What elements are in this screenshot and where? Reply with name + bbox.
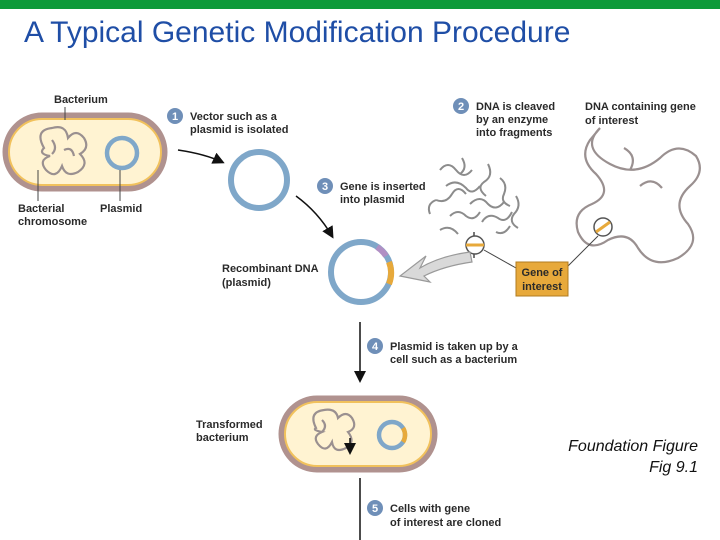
- gene-box-label-1: Gene of: [522, 267, 563, 279]
- step-4-text-line1: Plasmid is taken up by a: [390, 341, 519, 353]
- step-2-text-line2: by an enzyme: [476, 114, 548, 126]
- recombinant-gene-segment: [386, 260, 395, 286]
- bacterial-chromosome-label-1: Bacterial: [18, 203, 64, 215]
- recombinant-label-1: Recombinant DNA: [222, 263, 319, 275]
- transformed-chromosome: [312, 408, 356, 452]
- step-4-badge: [367, 338, 383, 354]
- transformed-label-2: bacterium: [196, 432, 249, 444]
- step-3-text-line2: into plasmid: [340, 194, 405, 206]
- recombinant-label-2: (plasmid): [222, 277, 271, 289]
- gene-of-interest-box: [515, 261, 569, 297]
- transformed-bacterium: [278, 395, 438, 473]
- step-1-badge: [167, 108, 183, 124]
- step-2-number: 2: [458, 101, 464, 113]
- dna-strand: [575, 127, 701, 264]
- step-5-badge: [367, 500, 383, 516]
- step-2-text-line3: into fragments: [476, 127, 552, 139]
- gene-box-label-2: interest: [522, 281, 562, 293]
- step-3-number: 3: [322, 181, 328, 193]
- step-5-text-line1: Cells with gene: [390, 503, 470, 515]
- transformed-label-1: Transformed: [196, 419, 263, 431]
- bacterium-cell: [2, 112, 168, 192]
- step-3-text-line1: Gene is inserted: [340, 181, 426, 193]
- step-5-text-line2: of interest are cloned: [390, 517, 501, 529]
- step-2-text-line1: DNA is cleaved: [476, 101, 555, 113]
- step-3-badge: [317, 178, 333, 194]
- page-title: A Typical Genetic Modification Procedure: [24, 16, 571, 49]
- step-2-badge: [453, 98, 469, 114]
- step-1-number: 1: [172, 111, 178, 123]
- caption-line-2: Fig 9.1: [649, 459, 698, 476]
- step-1-text-line1: Vector such as a: [190, 111, 278, 123]
- dna-fragments: [427, 157, 520, 235]
- dna-gene-label-1: DNA containing gene: [585, 101, 696, 113]
- plasmid-in-bacterium: [104, 135, 140, 171]
- top-accent-bar: [0, 0, 720, 9]
- step-1-text-line2: plasmid is isolated: [190, 124, 288, 136]
- plasmid-label: Plasmid: [100, 203, 142, 215]
- step-4-number: 4: [372, 341, 379, 353]
- figure-caption: Foundation Figure Fig 9.1: [568, 436, 698, 478]
- arrow-insert: [295, 195, 334, 239]
- bacterial-chromosome-label-2: chromosome: [18, 216, 87, 228]
- caption-line-1: Foundation Figure: [568, 438, 698, 455]
- step-5-number: 5: [372, 503, 378, 515]
- bacterial-chromosome: [39, 126, 88, 176]
- arrow-isolate: [177, 149, 225, 164]
- bacterium-label: Bacterium: [54, 94, 108, 106]
- step-4-text-line2: cell such as a bacterium: [390, 354, 517, 366]
- insert-arrow: [398, 251, 473, 283]
- dna-gene-label-2: of interest: [585, 115, 639, 127]
- isolated-plasmid: [228, 149, 290, 211]
